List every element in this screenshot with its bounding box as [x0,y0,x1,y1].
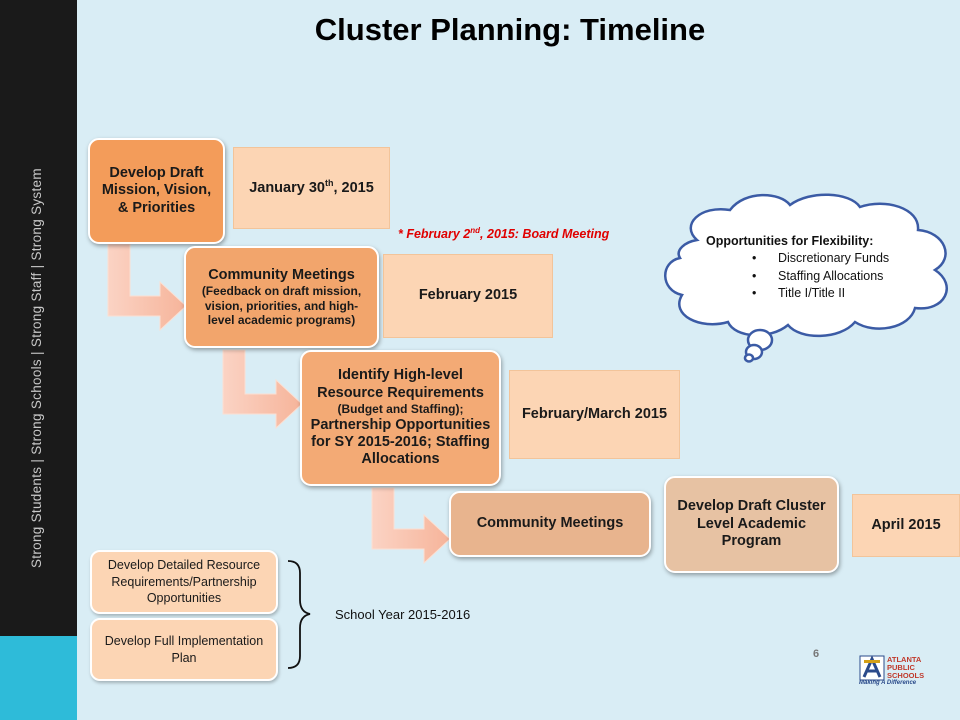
board-meeting-note: * February 2nd, 2015: Board Meeting [398,226,609,241]
step-resource-requirements-sub: (Budget and Staffing); [337,402,464,417]
cloud-list: Discretionary Funds Staffing Allocations… [706,250,936,303]
step-resource-requirements-label-b: Partnership Opportunities for SY 2015-20… [310,416,491,468]
step-community-meetings-1-sub: (Feedback on draft mission, vision, prio… [201,284,362,327]
date-feb-march-box: February/March 2015 [509,370,680,459]
logo-line2: PUBLIC [887,663,915,672]
note-sup: nd [470,226,481,235]
step-community-meetings-2-box: Community Meetings [449,491,651,557]
step-draft-mission-label: Develop Draft Mission, Vision, & Priorit… [101,164,212,216]
later-resource-requirements-box: Develop Detailed Resource Requirements/P… [90,550,278,614]
step-resource-requirements-box: Identify High-level Resource Requirement… [300,350,501,486]
sidebar-accent [0,636,77,720]
step-community-meetings-2-label: Community Meetings [476,515,624,532]
later-resource-requirements-label: Develop Detailed Resource Requirements/P… [107,557,261,606]
date-january-box: January 30th, 2015 [233,147,390,229]
date-february-box: February 2015 [383,254,553,338]
bent-arrow-2 [222,349,303,430]
date-january-label: January 30th, 2015 [249,178,374,197]
logo-tagline: Making A Difference [859,680,917,686]
logo-line1: ATLANTA [887,655,922,664]
date-april-box: April 2015 [852,494,960,557]
bent-arrow-3 [371,487,451,565]
step-resource-requirements-label-a: Identify High-level Resource Requirement… [317,367,484,401]
cloud-heading: Opportunities for Flexibility: [706,234,874,248]
date-january-tail: , 2015 [333,180,374,197]
cloud-item-discretionary-funds: Discretionary Funds [752,250,936,268]
note-post: , 2015: Board Meeting [480,227,610,242]
cloud-content: Opportunities for Flexibility: Discretio… [706,234,936,303]
date-february-label: February 2015 [418,287,518,304]
date-january-sup: th [324,178,334,189]
page-number: 6 [813,648,820,660]
step-community-meetings-1-label: Community Meetings [208,266,355,283]
date-april-label: April 2015 [871,516,941,533]
step-draft-mission-box: Develop Draft Mission, Vision, & Priorit… [88,138,225,244]
date-feb-march-label: February/March 2015 [521,405,668,422]
later-implementation-plan-label: Develop Full Implementation Plan [104,633,264,665]
note-pre: * February 2 [398,227,471,242]
cloud-item-staffing-allocations: Staffing Allocations [752,268,936,286]
school-year-label: School Year 2015-2016 [335,607,471,622]
step-academic-program-box: Develop Draft Cluster Level Academic Pro… [664,476,839,573]
logo-line3: SCHOOLS [887,671,925,680]
step-academic-program-label: Develop Draft Cluster Level Academic Pro… [677,498,826,550]
logo-text: ATLANTA PUBLIC SCHOOLS [887,656,924,680]
later-implementation-plan-box: Develop Full Implementation Plan [90,618,278,681]
date-january-main: January 30 [249,180,325,197]
cloud-item-title-i-ii: Title I/Title II [752,285,936,303]
step-community-meetings-1-box: Community Meetings (Feedback on draft mi… [184,246,379,348]
curly-bracket [287,560,311,669]
bent-arrow-1 [107,243,187,332]
sidebar [0,0,77,720]
slide-title: Cluster Planning: Timeline [314,12,706,47]
